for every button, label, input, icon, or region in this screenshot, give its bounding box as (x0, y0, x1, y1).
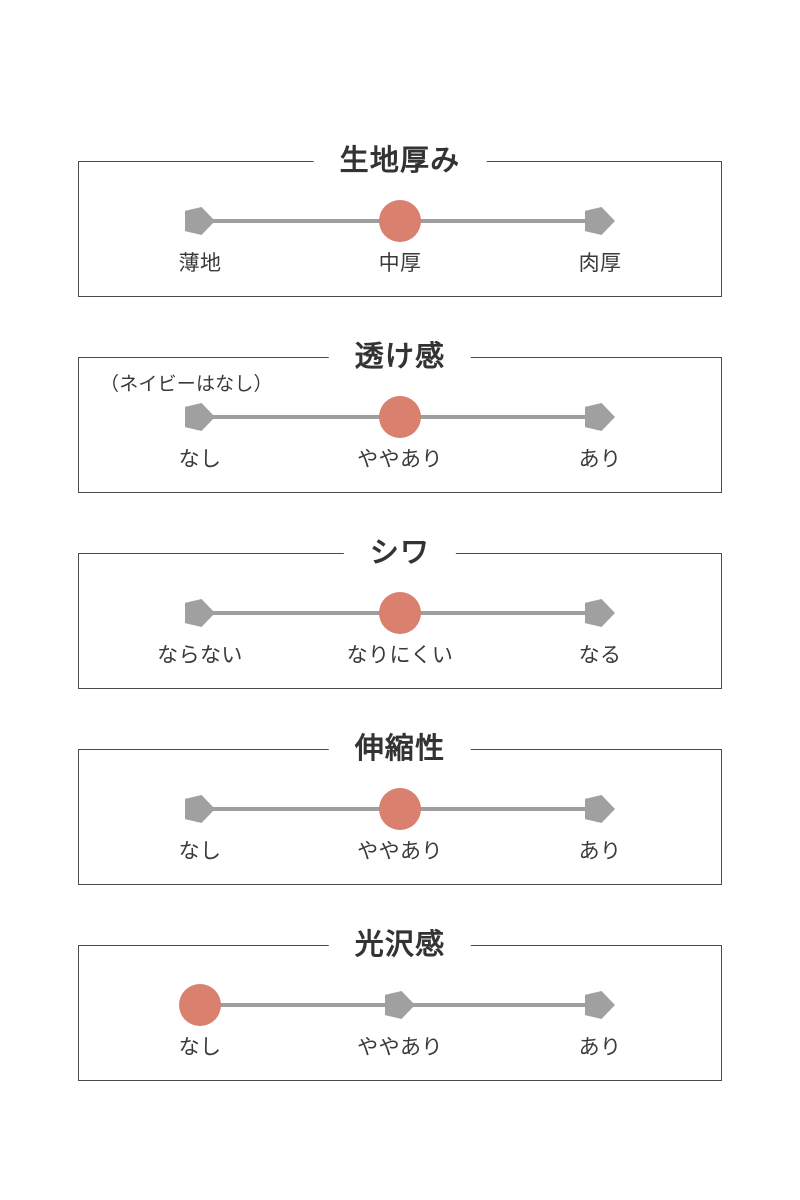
spec-note: （ネイビーはなし） (100, 374, 273, 395)
slider-marker-inactive[interactable] (585, 403, 615, 431)
slider-label: なりにくい (346, 644, 454, 667)
slider-track-area[interactable] (185, 396, 615, 438)
slider-label-row: なし ややあり あり (179, 1033, 621, 1063)
rating-slider[interactable]: 薄地 中厚 肉厚 (78, 161, 722, 297)
rating-slider[interactable]: なし ややあり あり (78, 749, 722, 885)
pentagon-tag-icon (385, 991, 415, 1019)
circle-marker-icon (379, 788, 421, 830)
circle-marker-icon (379, 396, 421, 438)
pentagon-tag-icon (185, 207, 215, 235)
slider-label-row: なし ややあり あり (179, 837, 621, 867)
slider-label: 肉厚 (578, 252, 622, 275)
slider-track-area[interactable] (179, 984, 615, 1026)
pentagon-tag-icon (585, 207, 615, 235)
slider-marker-active[interactable] (379, 788, 421, 830)
slider-marker-active[interactable] (379, 592, 421, 634)
spec-block: ならない なりにくい なる シワ (78, 535, 722, 689)
spec-title: 光沢感 (328, 927, 472, 963)
slider-label: あり (578, 840, 622, 863)
slider-label: 中厚 (378, 252, 422, 275)
slider-track-area[interactable] (185, 788, 615, 830)
slider-marker-inactive[interactable] (585, 795, 615, 823)
circle-marker-icon (379, 592, 421, 634)
slider-track-area[interactable] (185, 200, 615, 242)
slider-label: なる (578, 644, 622, 667)
rating-slider[interactable]: なし ややあり あり (78, 945, 722, 1081)
slider-marker-inactive[interactable] (585, 991, 615, 1019)
pentagon-tag-icon (185, 403, 215, 431)
slider-marker-inactive[interactable] (185, 403, 215, 431)
pentagon-tag-icon (585, 403, 615, 431)
spec-title: 伸縮性 (328, 731, 472, 767)
pentagon-tag-icon (185, 795, 215, 823)
pentagon-tag-icon (585, 795, 615, 823)
slider-label: ややあり (357, 1036, 443, 1059)
slider-label: ややあり (357, 448, 443, 471)
slider-label: あり (578, 1036, 622, 1059)
slider-label: ならない (157, 644, 243, 667)
rating-slider[interactable]: なし ややあり あり (78, 357, 722, 493)
pentagon-tag-icon (585, 599, 615, 627)
slider-marker-inactive[interactable] (185, 599, 215, 627)
slider-marker-active[interactable] (379, 396, 421, 438)
slider-marker-inactive[interactable] (185, 795, 215, 823)
slider-label: なし (178, 1036, 222, 1059)
circle-marker-icon (179, 984, 221, 1026)
rating-slider[interactable]: ならない なりにくい なる (78, 553, 722, 689)
slider-marker-inactive[interactable] (185, 207, 215, 235)
slider-label: なし (178, 840, 222, 863)
spec-title: 透け感 (328, 339, 472, 375)
spec-title: シワ (343, 535, 457, 571)
spec-block: なし ややあり あり （ネイビーはなし） 透け感 (78, 339, 722, 493)
slider-marker-inactive[interactable] (385, 991, 415, 1019)
slider-label: なし (178, 448, 222, 471)
slider-marker-inactive[interactable] (585, 207, 615, 235)
slider-marker-inactive[interactable] (585, 599, 615, 627)
slider-marker-active[interactable] (179, 984, 221, 1026)
slider-track-area[interactable] (185, 592, 615, 634)
slider-label: あり (578, 448, 622, 471)
pentagon-tag-icon (585, 991, 615, 1019)
spec-block: 薄地 中厚 肉厚 生地厚み (78, 143, 722, 297)
slider-label: ややあり (357, 840, 443, 863)
spec-title: 生地厚み (313, 143, 487, 179)
slider-label: 薄地 (178, 252, 222, 275)
slider-label-row: 薄地 中厚 肉厚 (179, 249, 621, 279)
pentagon-tag-icon (185, 599, 215, 627)
circle-marker-icon (379, 200, 421, 242)
slider-label-row: なし ややあり あり (179, 445, 621, 475)
spec-block: なし ややあり あり 光沢感 (78, 927, 722, 1081)
slider-label-row: ならない なりにくい なる (157, 641, 621, 671)
slider-marker-active[interactable] (379, 200, 421, 242)
spec-block: なし ややあり あり 伸縮性 (78, 731, 722, 885)
spec-list: 薄地中厚肉厚生地厚みなしややありあり（ネイビーはなし）透け感ならないなりにくいな… (0, 143, 800, 1123)
